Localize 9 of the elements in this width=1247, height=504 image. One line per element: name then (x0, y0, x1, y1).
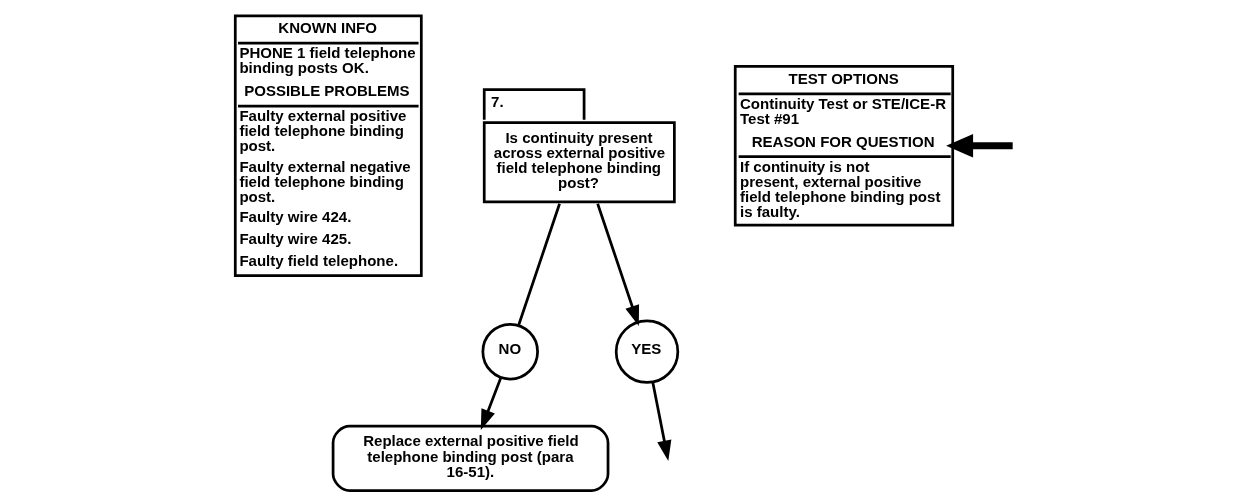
node-circle: YES (614, 319, 679, 384)
node-circle: NO (481, 322, 539, 380)
arrow (650, 381, 671, 461)
arrow (480, 376, 502, 430)
node-box: KNOWN INFO PHONE 1 field telephone binding posts OK. POSSIBLE PROBLEMS Faulty external positive field telephone binding post. Faulty external negative field telephone binding post. Faulty wire 424. Faulty wire 425. Faulty field telephone. (233, 13, 423, 277)
arrow (595, 202, 639, 326)
connector (516, 202, 561, 326)
node-box: Replace external positive field telephone binding post (para 16-51). (331, 424, 609, 492)
arrow (945, 133, 1013, 158)
